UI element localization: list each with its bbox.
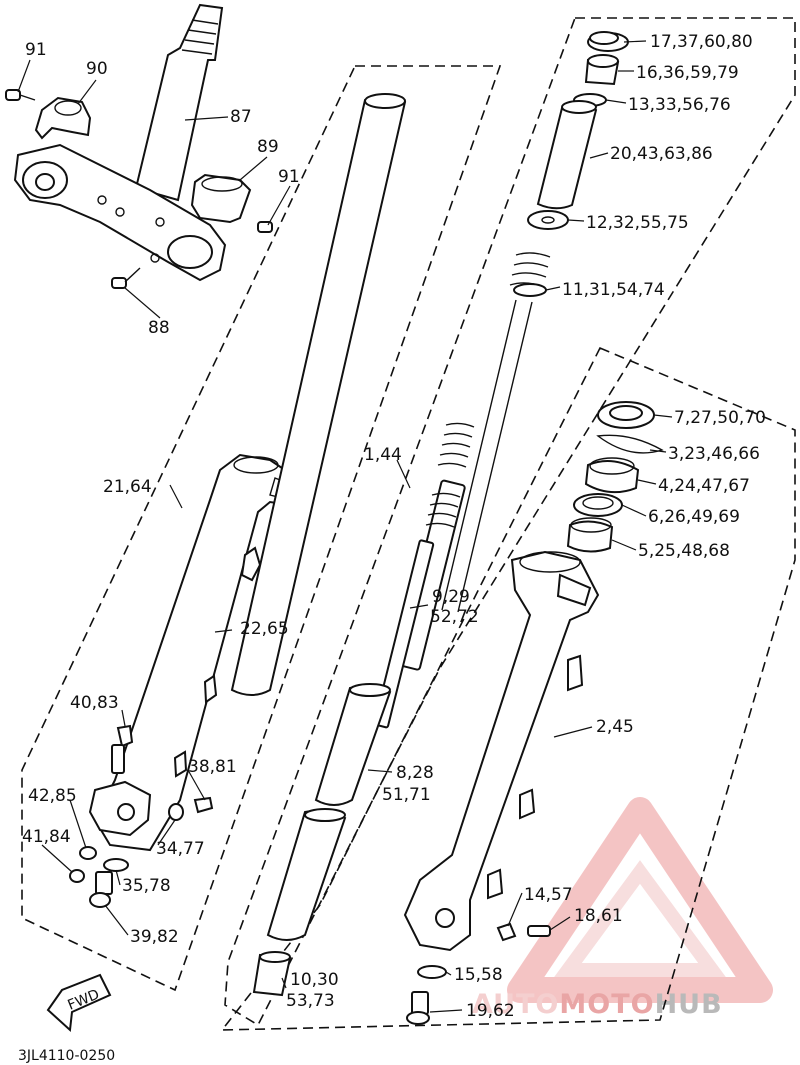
label-12: 12,32,55,75 [586,213,689,233]
label-18: 18,61 [574,906,623,926]
label-13: 13,33,56,76 [628,95,731,115]
label-5: 5,25,48,68 [638,541,730,561]
label-4: 4,24,47,67 [658,476,750,496]
label-38: 38,81 [188,757,237,777]
center-fork-internals [230,93,551,997]
label-41: 41,84 [22,827,71,847]
label-9-bottom: 52,72 [430,607,479,627]
label-42: 42,85 [28,786,77,806]
label-89: 89 [257,137,279,157]
part-labels: 91 90 87 89 91 88 17,37,60,80 16,36,59,7… [18,32,766,1064]
bolt-88-icon [111,277,127,289]
right-column-stack [441,31,664,613]
label-10-bottom: 53,73 [286,991,335,1011]
label-15: 15,58 [454,965,503,985]
steering-stem-assembly [5,3,273,289]
label-35: 35,78 [122,876,171,896]
label-87: 87 [230,107,252,127]
label-90: 90 [86,59,108,79]
label-8-bottom: 51,71 [382,785,431,805]
label-22: 22,65 [240,619,289,639]
label-91-right: 91 [278,167,300,187]
label-11: 11,31,54,74 [562,280,665,300]
label-7: 7,27,50,70 [674,408,766,428]
label-3: 3,23,46,66 [668,444,760,464]
label-14: 14,57 [524,885,573,905]
label-34: 34,77 [156,839,205,859]
label-6: 6,26,49,69 [648,507,740,527]
leader-lines [17,40,673,1013]
watermark-logo: AUTOMOTOHUB [472,797,773,1020]
watermark-auto: AUTOMOTOHUB [472,989,723,1020]
label-10-top: 10,30 [290,970,339,990]
label-2: 2,45 [596,717,634,737]
label-20: 20,43,63,86 [610,144,713,164]
label-21: 21,64 [103,477,152,497]
label-9-top: 9,29 [432,587,470,607]
label-17: 17,37,60,80 [650,32,753,52]
label-88: 88 [148,318,170,338]
left-fork-leg [69,453,307,908]
left-fork-group-outline [21,65,502,992]
label-1: 1,44 [364,445,402,465]
fwd-arrow-icon: FWD [46,973,112,1033]
bolt-91b-icon [257,221,273,233]
label-91-top: 91 [25,40,47,60]
label-8-top: 8,28 [396,763,434,783]
label-19: 19,62 [466,1001,515,1021]
label-40: 40,83 [70,693,119,713]
label-16: 16,36,59,79 [636,63,739,83]
right-fork-group-outline [220,346,796,1031]
diagram-code: 3JL4110-0250 [18,1048,115,1064]
label-39: 39,82 [130,927,179,947]
center-fork-group-outline [224,17,796,1027]
right-outer-tube [403,550,600,1025]
